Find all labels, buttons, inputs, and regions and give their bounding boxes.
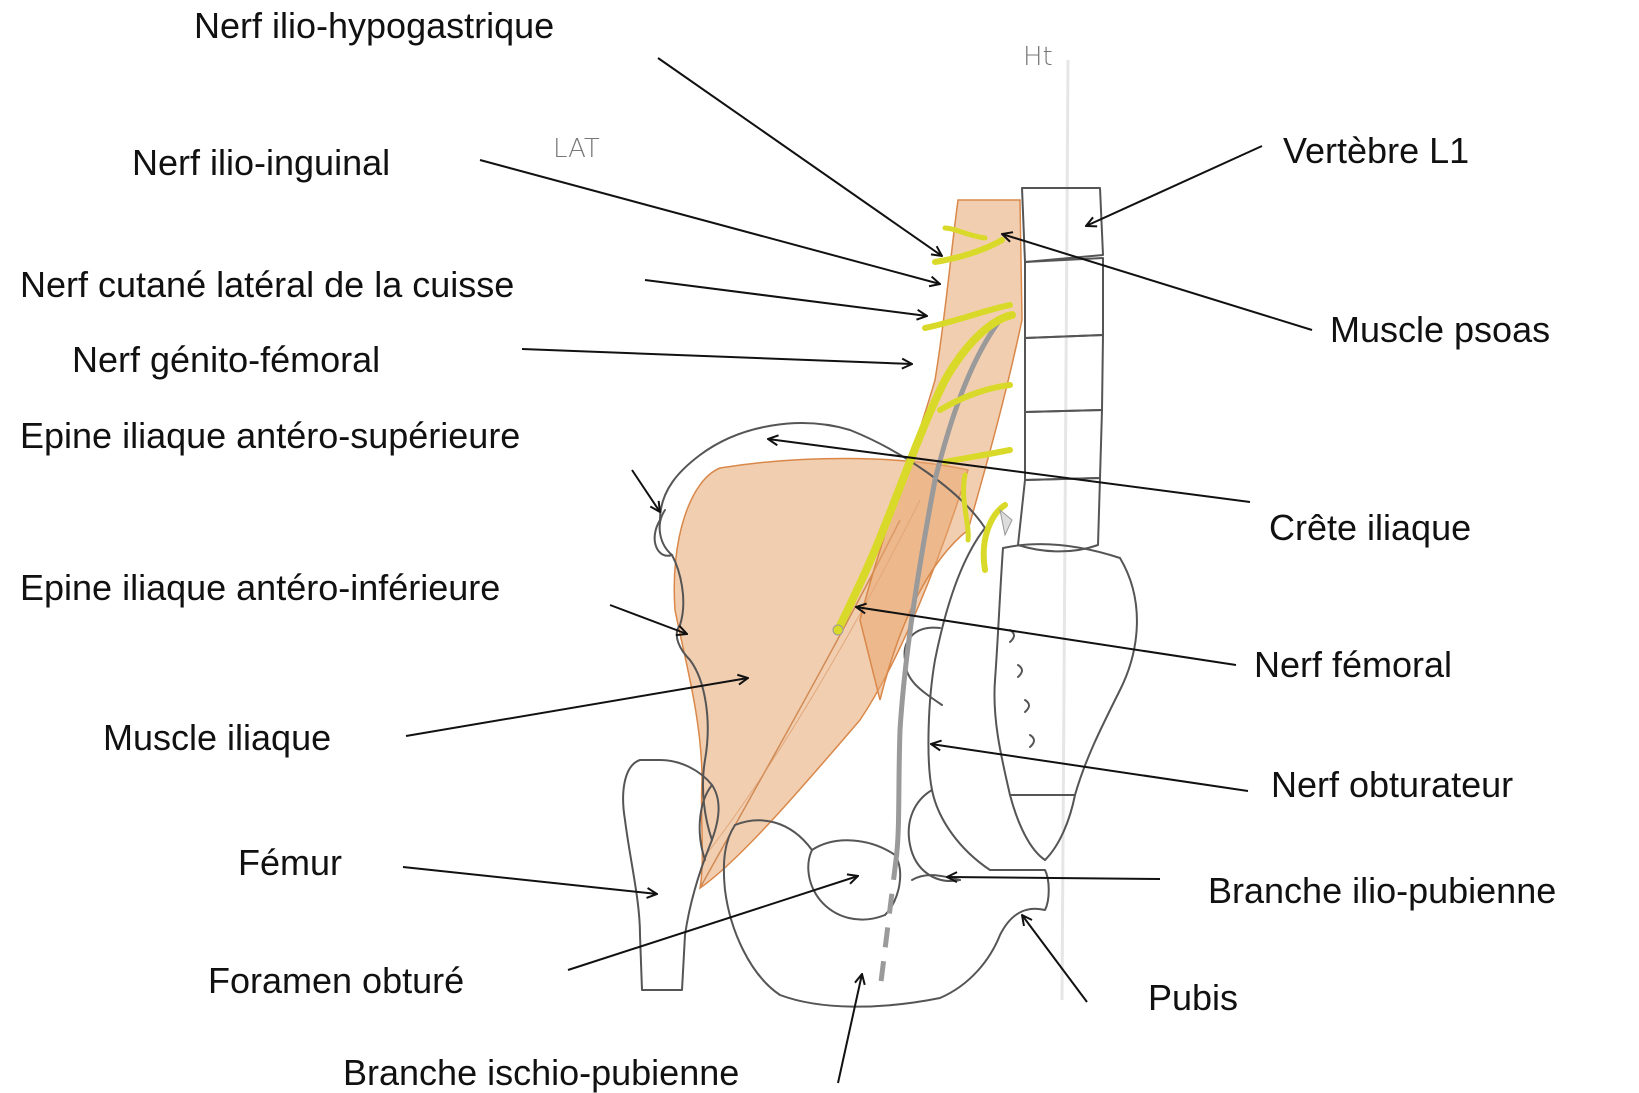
label-foramen-obture: Foramen obturé — [208, 960, 464, 1001]
label-muscle-iliaque: Muscle iliaque — [103, 717, 331, 758]
label-nerf-femoral: Nerf fémoral — [1254, 644, 1452, 685]
arrow-nerf-obturateur — [931, 744, 1248, 791]
label-muscle-psoas: Muscle psoas — [1330, 309, 1550, 350]
arrow-epine-superieure — [632, 470, 660, 512]
vertebre-l3 — [1025, 335, 1103, 412]
orientation-lateral: LAT — [553, 134, 600, 164]
label-vertebre-l1: Vertèbre L1 — [1283, 130, 1469, 171]
label-femur: Fémur — [238, 842, 342, 883]
label-nerf-obturateur: Nerf obturateur — [1271, 764, 1513, 805]
arrow-branche-ischio-pubienne — [838, 974, 862, 1083]
arrow-femur — [403, 867, 657, 894]
vertebre-l2 — [1025, 258, 1103, 338]
label-ilio-hypogastrique: Nerf ilio-hypogastrique — [194, 5, 554, 46]
coccyx — [1010, 795, 1075, 860]
vertebre-l1 — [1022, 188, 1103, 262]
vertebre-l4 — [1025, 410, 1102, 480]
label-branche-ischio-pubienne: Branche ischio-pubienne — [343, 1052, 739, 1093]
vertebre-l5 — [1018, 478, 1100, 551]
label-cutane-lateral: Nerf cutané latéral de la cuisse — [20, 264, 514, 305]
label-branche-ilio-pubienne: Branche ilio-pubienne — [1208, 870, 1556, 911]
page-edge-shadow — [1062, 60, 1068, 1000]
arrow-muscle-psoas — [1002, 234, 1312, 330]
label-crete-iliaque: Crête iliaque — [1269, 507, 1471, 548]
arrow-nerf-femoral — [856, 607, 1236, 665]
arrow-branche-ilio-pubienne — [947, 877, 1160, 879]
foramen-obture — [808, 840, 900, 919]
arrow-ilio-hypogastrique — [658, 58, 942, 256]
label-pubis: Pubis — [1148, 977, 1238, 1018]
arrow-genito-femoral — [522, 349, 912, 364]
label-genito-femoral: Nerf génito-fémoral — [72, 339, 380, 380]
arrow-vertebre-l1 — [1086, 146, 1262, 226]
label-epine-inferieure: Epine iliaque antéro-inférieure — [20, 567, 500, 608]
label-epine-superieure: Epine iliaque antéro-supérieure — [20, 415, 520, 456]
arrow-cutane-lateral — [645, 280, 927, 316]
arrow-ilio-inguinal — [480, 160, 940, 284]
arrow-pubis — [1022, 915, 1087, 1002]
label-ilio-inguinal: Nerf ilio-inguinal — [132, 142, 390, 183]
orientation-superior: Ht — [1023, 42, 1053, 72]
